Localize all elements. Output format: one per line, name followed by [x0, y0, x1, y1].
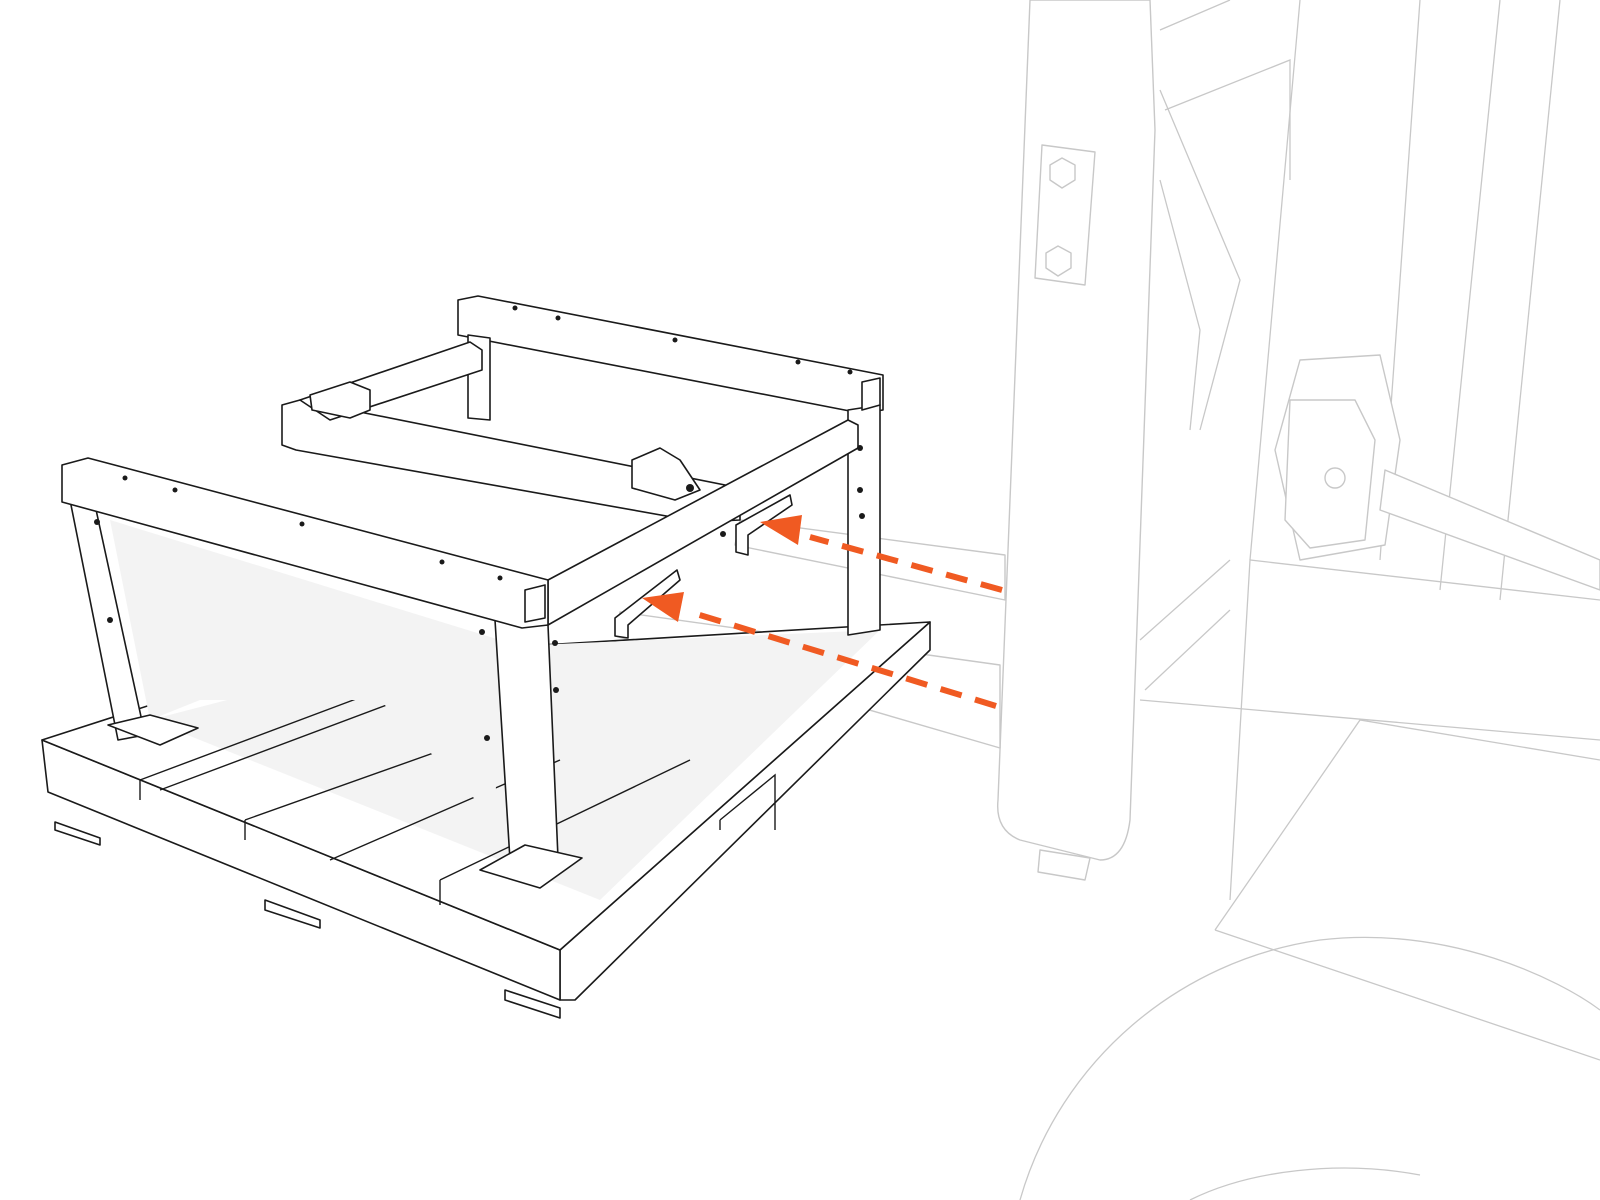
forklift-chains: [1159, 0, 1291, 431]
pallet-block: [264, 899, 321, 929]
forklift-wheel: [1019, 936, 1600, 1200]
leg-foot: [107, 714, 199, 746]
seat-knob-icon: [1324, 467, 1346, 489]
frame-side-panel: [110, 520, 500, 820]
forklift-body: [1214, 559, 1600, 1061]
steering-lever: [1379, 469, 1600, 591]
lower-arrow-head-icon: [642, 592, 684, 622]
back-beam: [457, 295, 884, 414]
bracket: [631, 447, 701, 501]
mast-upright: [996, 0, 1156, 861]
insert-arrows: [642, 515, 1003, 709]
forklift: [996, 0, 1600, 1200]
leg-foot: [479, 844, 583, 889]
upper-arrow-shaft: [809, 534, 1003, 593]
side-rail-right: [547, 419, 859, 626]
pallet-side-blocks: [719, 773, 776, 830]
fork-pocket: [614, 569, 681, 639]
pallet-block: [504, 989, 561, 1019]
front-beam: [61, 457, 549, 629]
forklift-wheel-inner: [1189, 1167, 1421, 1200]
carriage-bar: [1139, 559, 1600, 741]
forklift-mast-outer: [1249, 0, 1561, 601]
pallet-boards: [139, 689, 691, 905]
pallet-block: [54, 821, 101, 846]
hex-bolt-icon: [1049, 157, 1076, 189]
beam-end-opening: [861, 377, 881, 411]
fork-pocket: [735, 494, 793, 556]
bracket: [309, 381, 371, 419]
beam-end-opening: [524, 584, 546, 623]
equipment-frame: [61, 295, 884, 889]
mast-foot: [1037, 849, 1091, 881]
upper-arrow-head-icon: [760, 515, 802, 545]
lower-arrow-shaft: [689, 609, 997, 709]
bolt-holes: [94, 305, 865, 741]
hex-bolt-icon: [1045, 245, 1072, 277]
